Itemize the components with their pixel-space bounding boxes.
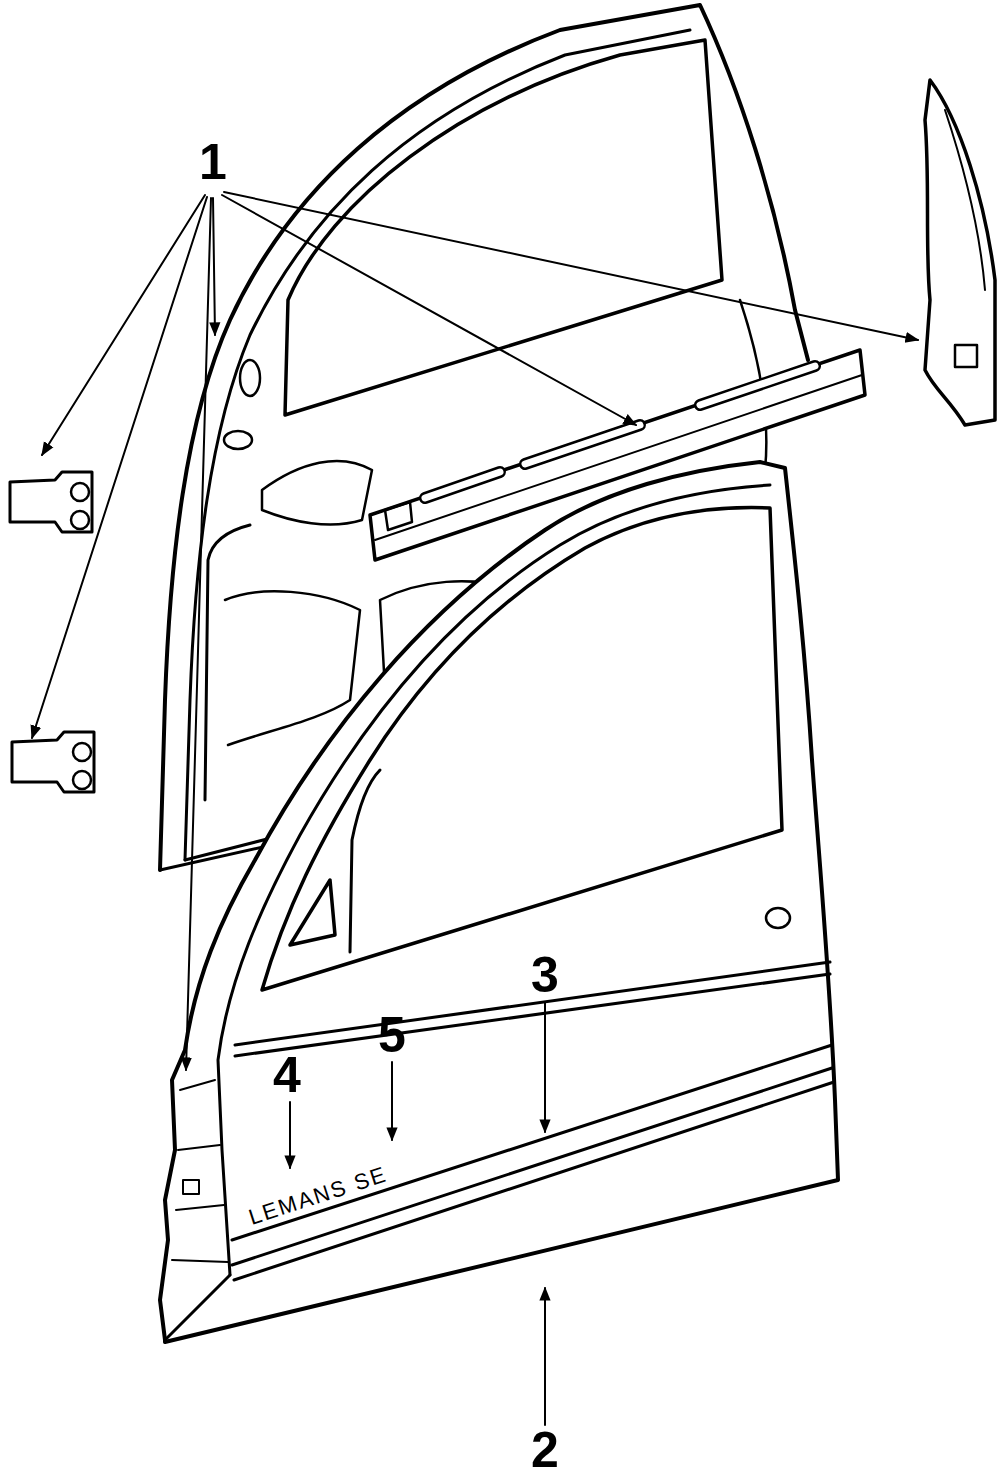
callout-number: 5 xyxy=(378,1010,406,1060)
callout-number: 4 xyxy=(273,1050,301,1100)
callout-number: 1 xyxy=(199,137,227,187)
callout-number: 2 xyxy=(531,1425,559,1475)
callout-number: 3 xyxy=(531,950,559,1000)
